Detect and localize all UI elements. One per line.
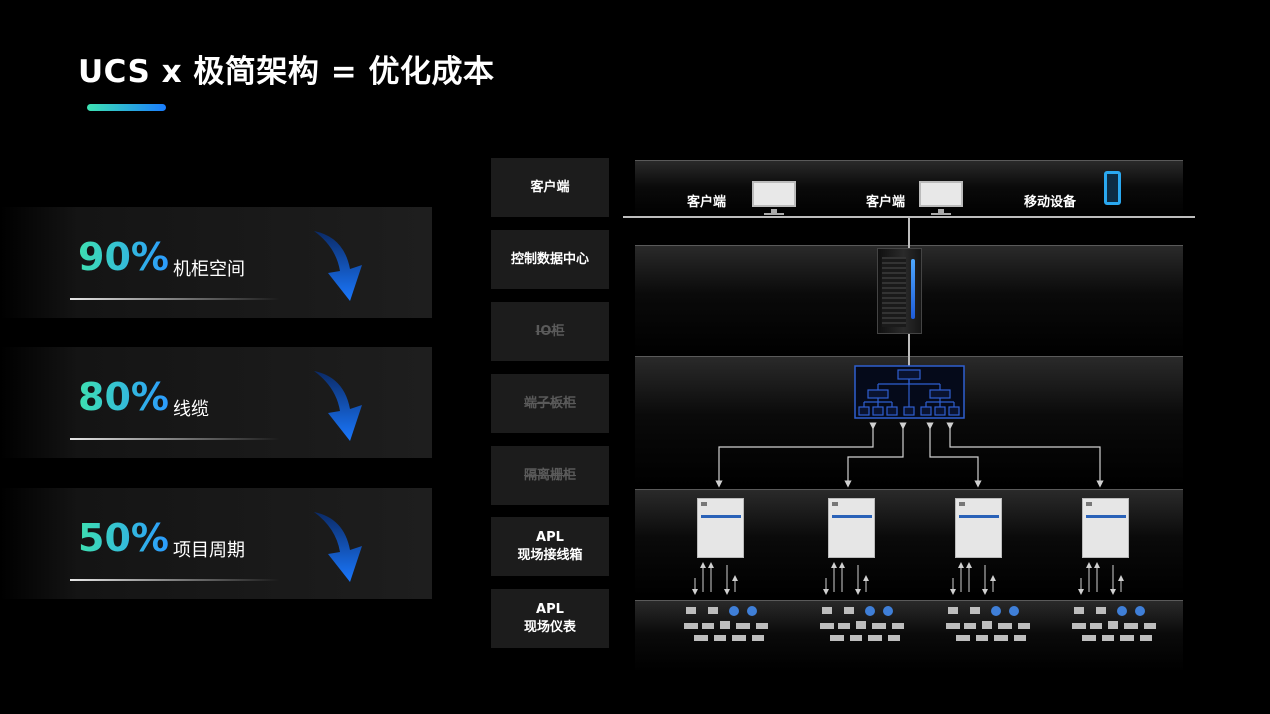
layer-label-text: IO柜 — [535, 323, 565, 339]
layer-label-text: 客户端 — [530, 179, 570, 195]
layer-label-apl-junction: APL 现场接线箱 — [491, 517, 609, 576]
panel-client — [635, 160, 1183, 219]
mobile-label: 移动设备 — [1024, 195, 1077, 210]
layer-label-terminal-cabinet: 端子板柜 — [491, 374, 609, 433]
down-arrow-icon — [314, 512, 362, 582]
layer-label-barrier-cabinet: 隔离栅柜 — [491, 446, 609, 505]
apl-junction-box-icon — [828, 498, 875, 558]
layer-label-io-cabinet: IO柜 — [491, 302, 609, 361]
stat-underline — [70, 298, 280, 300]
page-title: UCS x 极简架构 = 优化成本 — [78, 54, 495, 90]
stat-value: 90% — [78, 235, 169, 279]
stat-underline — [70, 579, 280, 581]
connector-lines — [715, 422, 1104, 488]
server-rack-icon — [877, 248, 922, 334]
stat-value: 50% — [78, 516, 169, 560]
layer-label-control-center: 控制数据中心 — [491, 230, 609, 289]
stat-label: 项目周期 — [173, 540, 245, 561]
field-instruments-icon — [682, 605, 772, 647]
layer-label-text: 控制数据中心 — [510, 251, 589, 267]
layer-label-text: 端子板柜 — [523, 395, 576, 411]
layer-label-line1: APL — [536, 529, 564, 545]
stat-label: 线缆 — [173, 399, 209, 420]
apl-junction-box-icon — [697, 498, 744, 558]
field-instruments-icon — [1070, 605, 1160, 647]
stat-underline — [70, 438, 280, 440]
network-bus-line — [623, 216, 1195, 218]
layer-label-line2: 现场仪表 — [523, 619, 576, 635]
stat-card-cables: 80% 线缆 — [0, 347, 432, 458]
layer-label-client: 客户端 — [491, 158, 609, 217]
stat-card-cabinet: 90% 机柜空间 — [0, 207, 432, 318]
stat-label: 机柜空间 — [173, 259, 245, 280]
layer-label-apl-instruments: APL 现场仪表 — [491, 589, 609, 648]
phone-icon — [1104, 171, 1121, 205]
client-label: 客户端 — [866, 195, 906, 210]
layer-label-line2: 现场接线箱 — [517, 547, 583, 563]
stat-value: 80% — [78, 375, 169, 419]
layer-label-line1: APL — [536, 601, 564, 617]
switch-tree-icon — [854, 365, 965, 419]
field-arrows — [692, 562, 1124, 595]
bus-to-rack-line — [908, 218, 910, 248]
monitor-icon — [752, 181, 796, 215]
apl-junction-box-icon — [1082, 498, 1129, 558]
field-instruments-icon — [944, 605, 1034, 647]
client-label: 客户端 — [687, 195, 727, 210]
layer-label-text: 隔离栅柜 — [523, 467, 576, 483]
stat-card-project-cycle: 50% 项目周期 — [0, 488, 432, 599]
rack-to-switch-line — [908, 334, 910, 366]
down-arrow-icon — [314, 371, 362, 441]
apl-junction-box-icon — [955, 498, 1002, 558]
field-instruments-icon — [818, 605, 908, 647]
down-arrow-icon — [314, 231, 362, 301]
monitor-icon — [919, 181, 963, 215]
title-underline — [87, 104, 166, 111]
